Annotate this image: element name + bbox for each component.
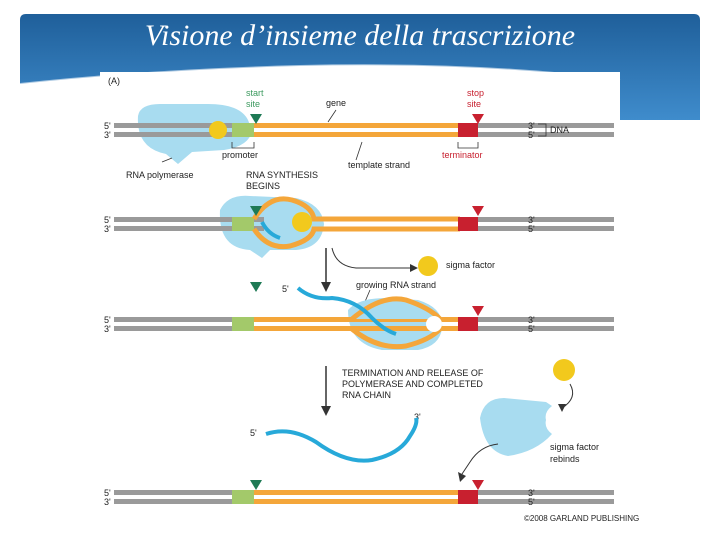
three-prime-label: 3': [104, 130, 111, 140]
panel-label: (A): [108, 76, 120, 86]
gene-leader: [327, 109, 337, 123]
promoter-region: [232, 490, 254, 504]
row-initial-binding: start site gene stop site 5' 3' 3' 5' DN…: [104, 88, 614, 191]
stop-site-marker: [472, 114, 484, 124]
row-final-dna: 5' 3' 3' 5': [104, 480, 614, 507]
promoter-region: [232, 217, 254, 231]
promoter-region: [232, 317, 254, 331]
sigma-release-arrow-head: [410, 264, 418, 272]
completed-rna-chain: [265, 417, 419, 463]
five-prime-label: 5': [528, 324, 535, 334]
three-prime-label: 3': [104, 224, 111, 234]
five-prime-label: 5': [528, 497, 535, 507]
gene-bottom: [232, 499, 460, 504]
rna-strand: [260, 221, 281, 240]
released-polymerase: [480, 398, 552, 456]
termination-label-3: RNA CHAIN: [342, 390, 391, 400]
sigma-rebinds-label-2: rebinds: [550, 454, 580, 464]
gene-bottom: [232, 326, 460, 331]
dna-strand-bottom: [478, 226, 614, 231]
slide-title: Visione d’insieme della trascrizione: [144, 19, 576, 52]
stop-site-marker: [472, 206, 484, 216]
three-prime-label: 3': [414, 412, 421, 422]
start-site-marker: [250, 282, 262, 292]
sigma-rebind-arrow-head: [558, 404, 566, 412]
five-prime-label: 5': [104, 488, 111, 498]
gene-top: [232, 123, 460, 128]
termination-label-2: POLYMERASE AND COMPLETED: [342, 379, 483, 389]
row-elongation: 5' growing RNA strand 5' 3' 3' 5': [104, 280, 614, 350]
five-prime-label: 5': [282, 284, 289, 294]
transcription-figure: (A) start site gene stop site 5' 3' 3' 5…: [100, 72, 639, 532]
three-prime-label: 3': [104, 497, 111, 507]
rna-strand: [296, 286, 397, 336]
process-arrow-head: [321, 406, 331, 416]
stop-site-label: stop: [467, 88, 484, 98]
gene-label: gene: [326, 98, 346, 108]
stop-site-marker: [472, 480, 484, 490]
polymerase-return-arrow-head: [458, 472, 466, 482]
three-prime-label: 3': [104, 324, 111, 334]
dna-strand-top: [478, 217, 614, 222]
polymerase-return-arrow: [461, 443, 499, 475]
template-strand-label: template strand: [348, 160, 410, 170]
start-site-label: start: [246, 88, 264, 98]
promoter-bracket: [231, 142, 255, 149]
released-sigma-factor: [418, 256, 438, 276]
start-site-marker: [250, 114, 262, 124]
sigma-factor-label: sigma factor: [446, 260, 495, 270]
five-prime-label: 5': [104, 215, 111, 225]
dna-strand-bottom: [114, 226, 264, 231]
rna-synthesis-label-2: BEGINS: [246, 181, 280, 191]
gene-top: [232, 317, 460, 322]
rna-synthesis-label: RNA SYNTHESIS: [246, 170, 318, 180]
growing-rna-label: growing RNA strand: [356, 280, 436, 290]
promoter-label: promoter: [222, 150, 258, 160]
five-prime-label: 5': [104, 121, 111, 131]
start-site-marker: [250, 206, 262, 216]
terminator-bracket: [457, 142, 479, 149]
sigma-factor: [292, 212, 312, 232]
process-arrow-head: [321, 282, 331, 292]
sigma-rebinds-label: sigma factor: [550, 442, 599, 452]
promoter-region: [232, 123, 254, 137]
three-prime-label: 3': [528, 121, 535, 131]
gene-top: [232, 490, 460, 495]
gene-bottom-bubble: [251, 226, 460, 250]
five-prime-label: 5': [528, 224, 535, 234]
three-prime-label: 3': [528, 315, 535, 325]
polymerase-leader: [161, 157, 173, 163]
sigma-factor: [209, 121, 227, 139]
terminator-region: [458, 217, 478, 231]
stop-site-marker: [472, 306, 484, 316]
active-site: [426, 316, 442, 332]
gene-top-bubble: [251, 196, 460, 222]
terminator-region: [458, 317, 478, 331]
terminator-label: terminator: [442, 150, 483, 160]
termination-label: TERMINATION AND RELEASE OF: [342, 368, 484, 378]
sigma-release-arrow: [331, 247, 412, 269]
three-prime-label: 3': [528, 215, 535, 225]
gene-top-bubble: [350, 296, 442, 321]
three-prime-label: 3': [528, 488, 535, 498]
row-synthesis-begins: 5' 3' 3' 5': [104, 195, 614, 258]
dna-bracket: [538, 123, 547, 137]
template-leader: [355, 141, 363, 161]
stop-site-label-2: site: [467, 99, 481, 109]
gene-bottom-bubble: [350, 327, 442, 350]
five-prime-label: 5': [250, 428, 257, 438]
copyright-label: ©2008 GARLAND PUBLISHING: [524, 514, 639, 523]
start-site-label-2: site: [246, 99, 260, 109]
start-site-marker: [250, 480, 262, 490]
terminator-region: [458, 490, 478, 504]
gene-bottom: [232, 132, 460, 137]
terminator-region: [458, 123, 478, 137]
dna-label: DNA: [550, 125, 569, 135]
five-prime-label: 5': [104, 315, 111, 325]
dna-strand-top: [114, 217, 264, 222]
five-prime-label: 5': [528, 130, 535, 140]
free-sigma-factor: [553, 359, 575, 381]
rna-polymerase-label: RNA polymerase: [126, 170, 194, 180]
